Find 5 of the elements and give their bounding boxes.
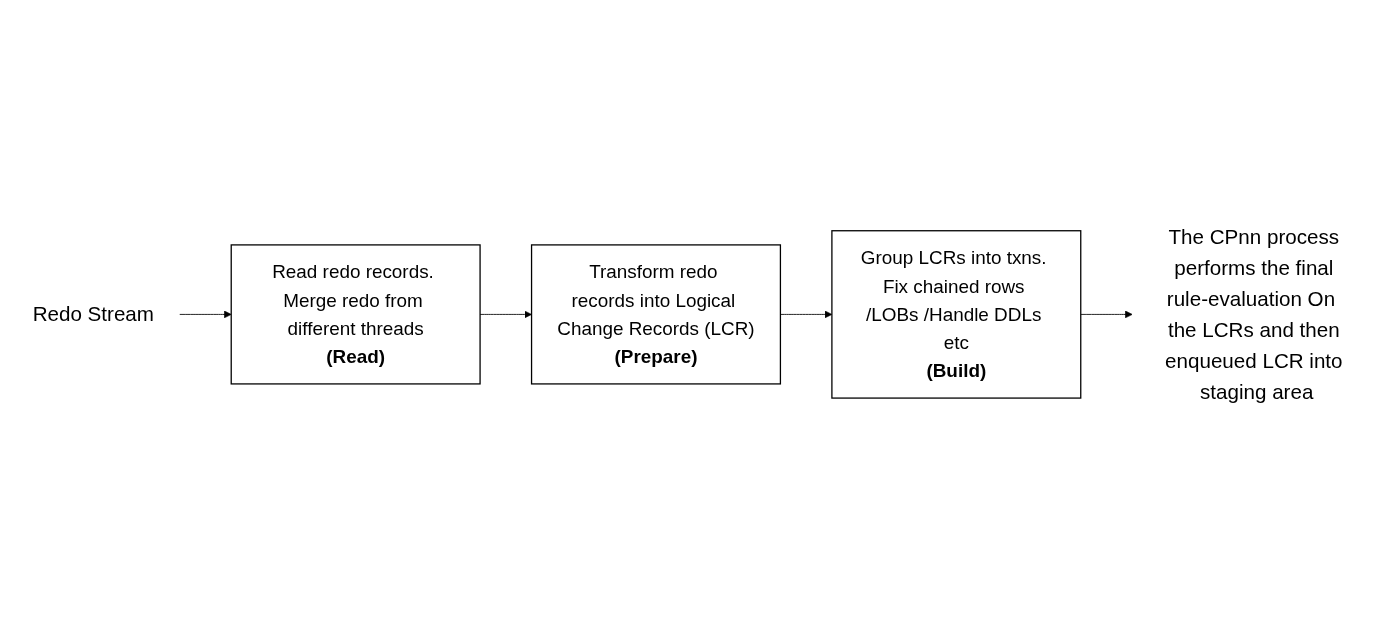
node-box: Transform redo records into Logical Change Records (LCR) (Prepare) xyxy=(530,244,782,385)
node-text: Redo Stream xyxy=(32,302,154,326)
node-box: Group LCRs into txns. Fix chained rows /LOBs /Handle DDLs etc (Build) xyxy=(831,230,1082,399)
node-box: Read redo records. Merge redo from different threads (Read) xyxy=(230,244,481,385)
node-text: The CPnn process performs the final rule-evaluation On the LCRs and then enqueued LCR into staging area xyxy=(1165,225,1343,403)
